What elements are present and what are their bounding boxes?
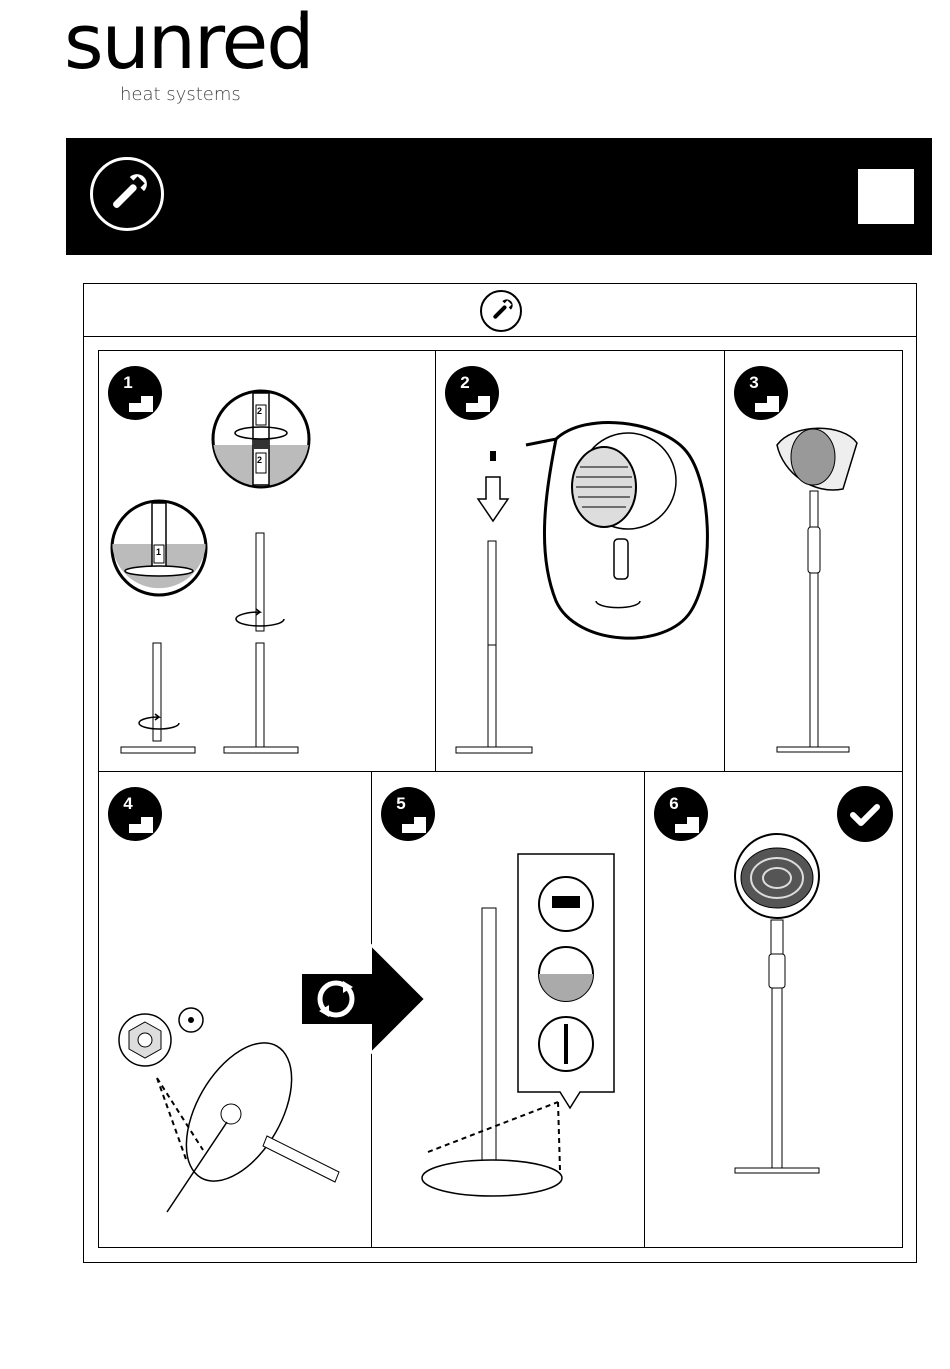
step-badge: 1 — [107, 365, 163, 421]
step-number: 5 — [380, 794, 422, 814]
brand-name: sunred — [64, 4, 313, 80]
step-1-panel: 1 2 2 1 — [99, 351, 436, 772]
step-number: 1 — [107, 373, 149, 393]
finished-heater-illustration — [731, 832, 851, 1232]
short-pole-illustration — [119, 641, 199, 761]
step-number: 4 — [107, 794, 149, 814]
step-badge: 3 — [733, 365, 789, 421]
pole-base-illustration — [408, 902, 568, 1222]
rotate-arrow-icon — [299, 943, 429, 1053]
brand-tagline: heat systems — [120, 84, 241, 105]
arrow-down-icon — [474, 449, 514, 529]
step-number: 6 — [653, 794, 695, 814]
step-3-panel: 3 — [725, 351, 903, 772]
registered-mark: ® — [300, 14, 307, 25]
step-number: 3 — [733, 373, 775, 393]
step-2-panel: 2 — [436, 351, 725, 772]
assembled-heater-illustration — [773, 423, 873, 753]
step-6-panel: 6 — [645, 772, 903, 1248]
tube-connection-detail — [211, 389, 311, 489]
lower-tube-marker: 2 — [257, 455, 262, 465]
step-badge: 5 — [380, 786, 436, 842]
step-badge: 2 — [444, 365, 500, 421]
steps-grid: 1 2 2 1 — [98, 350, 903, 1248]
wrench-icon — [480, 290, 522, 332]
step-number: 2 — [444, 373, 486, 393]
wrench-icon — [90, 157, 164, 231]
step-badge: 6 — [653, 786, 709, 842]
step-badge: 4 — [107, 786, 163, 842]
tall-pole-illustration — [222, 531, 312, 761]
base-underside-illustration — [117, 1022, 377, 1252]
base-tube-marker: 1 — [156, 547, 161, 557]
heater-head-bubble — [516, 411, 716, 651]
language-box — [858, 169, 914, 224]
upper-tube-marker: 2 — [257, 406, 262, 416]
section-header — [84, 284, 916, 337]
header-banner — [66, 138, 932, 255]
brand-logo: sunred ® heat systems — [64, 14, 324, 106]
